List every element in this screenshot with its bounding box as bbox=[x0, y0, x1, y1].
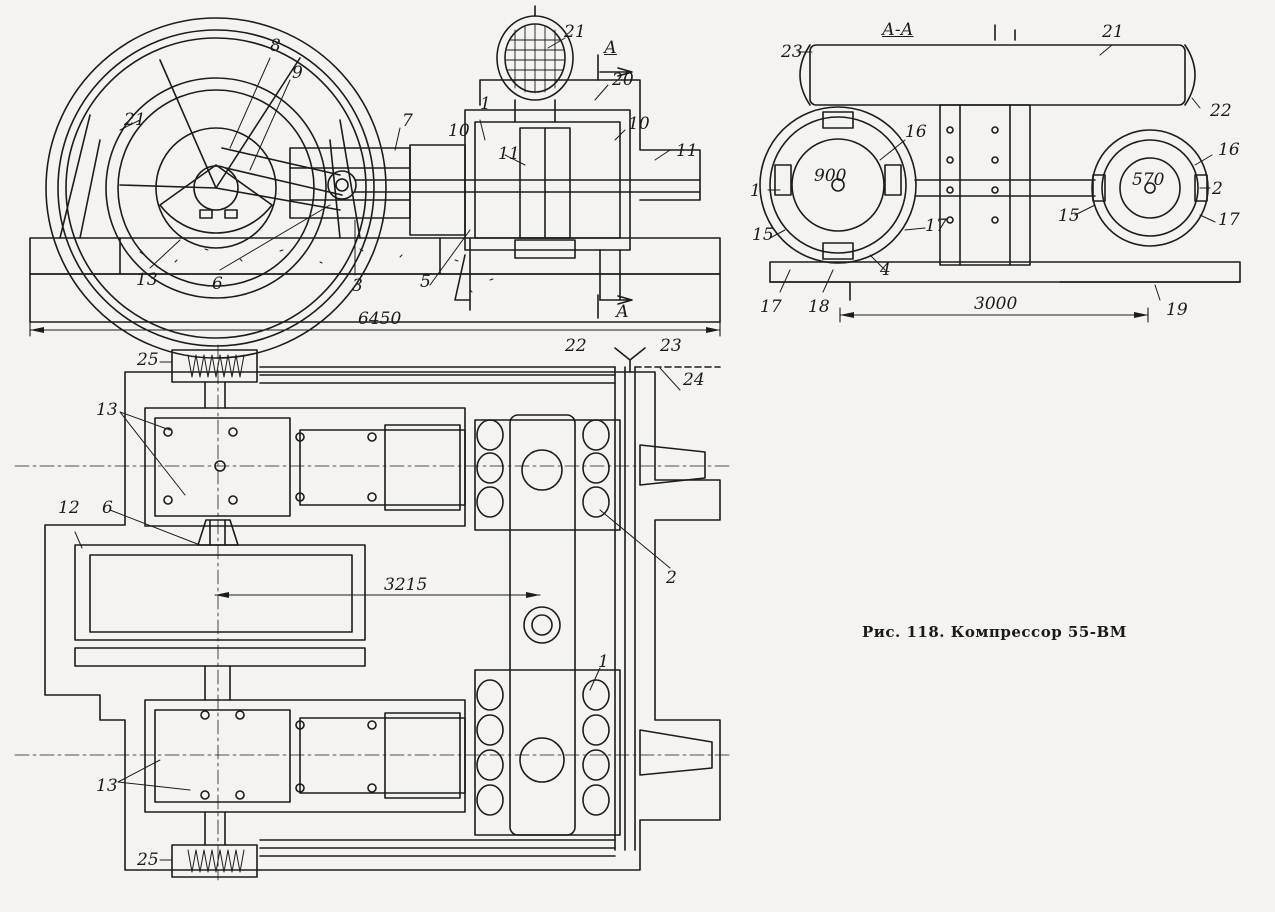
upper-bolts bbox=[163, 427, 377, 505]
callout-19-section: 19 bbox=[1166, 300, 1188, 320]
dimension-6450: 6450 bbox=[358, 309, 402, 329]
callout-7: 9 bbox=[292, 63, 303, 83]
callout-15-right: 15 bbox=[1058, 206, 1080, 226]
section-marker-top: А bbox=[604, 38, 617, 58]
callout-11-right: 11 bbox=[676, 141, 698, 161]
callout-23-plan: 23 bbox=[660, 336, 682, 356]
callout-2-section: 2 bbox=[1212, 179, 1223, 199]
plan-leaders bbox=[74, 361, 681, 861]
callout-6-plan: 6 bbox=[102, 498, 113, 518]
callout-1: 1 bbox=[480, 94, 491, 114]
callout-16-left: 16 bbox=[905, 122, 927, 142]
figure-caption: Рис. 118. Компрессор 55-ВМ bbox=[862, 623, 1127, 641]
lower-bolts bbox=[200, 710, 377, 800]
plan-view bbox=[14, 344, 731, 881]
callout-12-plan: 12 bbox=[58, 498, 80, 518]
callout-16-right: 16 bbox=[1218, 140, 1240, 160]
callout-20: 20 bbox=[612, 70, 634, 90]
callout-21: 21 bbox=[564, 22, 586, 42]
callout-13: 13 bbox=[136, 270, 158, 290]
section-marker-bottom: А bbox=[616, 302, 629, 322]
callout-17-c: 17 bbox=[760, 297, 782, 317]
side-elevation-view bbox=[29, 5, 721, 359]
callout-18-section: 18 bbox=[808, 297, 830, 317]
callout-21-section: 21 bbox=[1102, 22, 1124, 42]
section-title: А-А bbox=[882, 20, 914, 40]
callout-11-left: 11 bbox=[498, 144, 520, 164]
callout-1-section: 1 bbox=[750, 181, 761, 201]
callout-22-section: 22 bbox=[1210, 101, 1232, 121]
callout-17-a: 17 bbox=[925, 216, 947, 236]
dimension-900: 900 bbox=[814, 166, 847, 186]
dimension-570: 570 bbox=[1132, 170, 1165, 190]
callout-13-plan-bottom: 13 bbox=[96, 776, 118, 796]
callout-24-plan: 24 bbox=[683, 370, 705, 390]
callout-3: 3 bbox=[352, 276, 363, 296]
callout-8: 6 bbox=[212, 274, 223, 294]
callout-2-plan: 2 bbox=[666, 568, 677, 588]
section-leaders bbox=[767, 44, 1216, 301]
callout-22-plan: 22 bbox=[565, 336, 587, 356]
callout-25-bottom: 25 bbox=[137, 850, 159, 870]
callout-25-top: 25 bbox=[137, 350, 159, 370]
receiver-hatch bbox=[505, 24, 565, 94]
dimension-3215: 3215 bbox=[384, 575, 428, 595]
side-leaders bbox=[119, 37, 671, 286]
callout-5: 5 bbox=[420, 272, 431, 292]
callout-4-section: 4 bbox=[880, 260, 891, 280]
callout-23-section: 23 bbox=[781, 42, 803, 62]
callout-17-b: 17 bbox=[1218, 210, 1240, 230]
flywheel-side bbox=[45, 17, 387, 359]
callout-10-left: 10 bbox=[448, 121, 470, 141]
dimension-3000: 3000 bbox=[974, 294, 1018, 314]
callout-10-right: 10 bbox=[628, 114, 650, 134]
callout-13-plan-top: 13 bbox=[96, 400, 118, 420]
callout-14: 21 bbox=[124, 110, 146, 130]
callout-9: 7 bbox=[402, 111, 413, 131]
callout-1-plan: 1 bbox=[598, 652, 609, 672]
callout-15-left: 15 bbox=[752, 225, 774, 245]
frame-bolts bbox=[946, 126, 999, 224]
section-a-a-view bbox=[759, 24, 1241, 323]
valve-ports bbox=[476, 419, 610, 816]
callout-6: 8 bbox=[270, 36, 281, 56]
